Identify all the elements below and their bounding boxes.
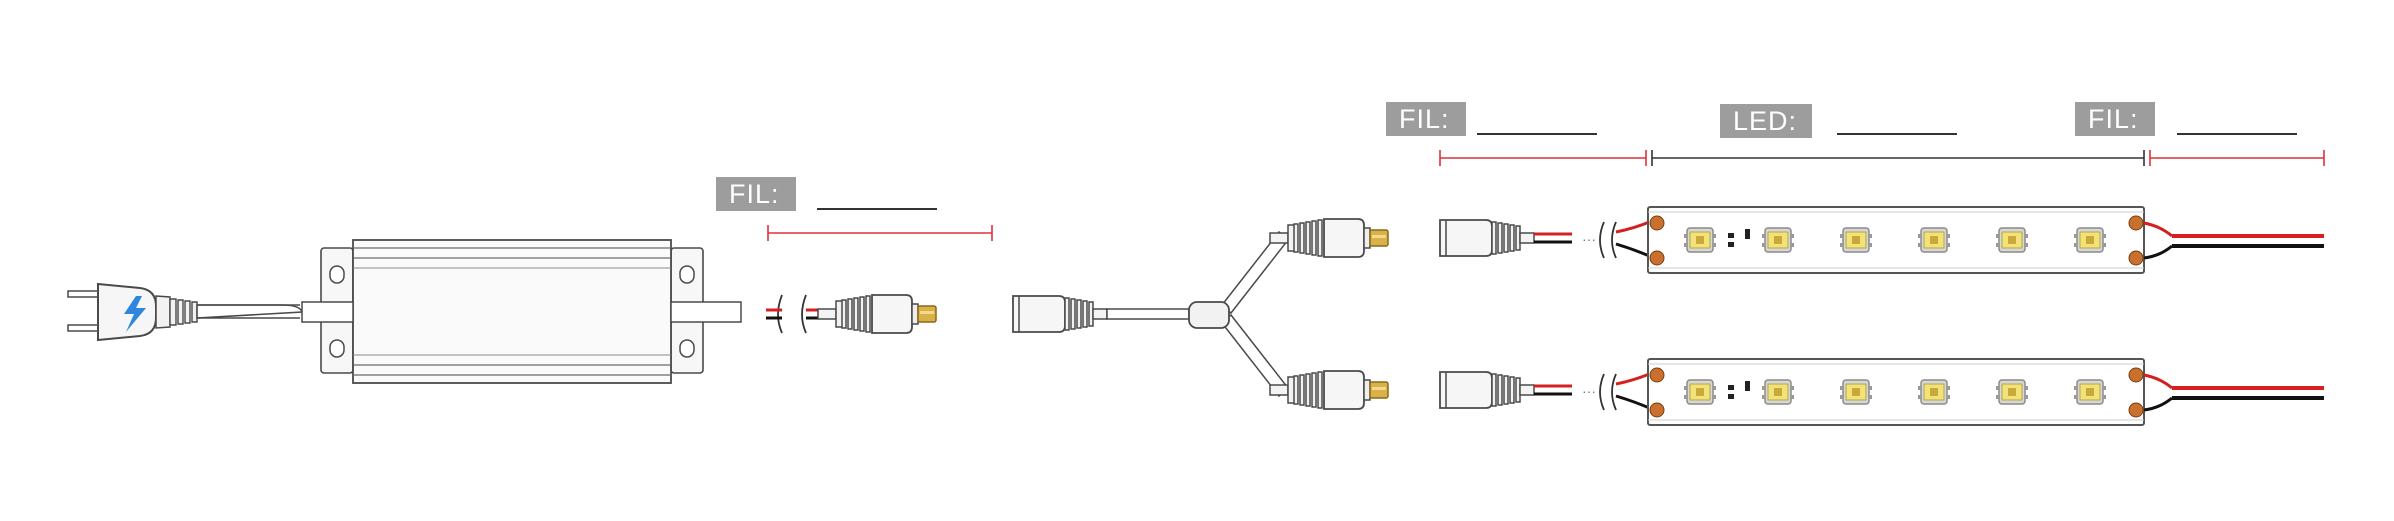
- led-blank-field[interactable]: [1837, 133, 1957, 135]
- dc-female-connector-icon: [1439, 219, 1535, 257]
- dimension-line-fil-2: [1439, 150, 1647, 166]
- fil-blank-field-1[interactable]: [817, 208, 937, 210]
- dimension-line-fil-3: [2149, 150, 2325, 166]
- dimension-line-fil-1: [767, 225, 993, 241]
- dc-female-connector-icon: [1439, 371, 1535, 409]
- fil-blank-field-2[interactable]: [1477, 133, 1597, 135]
- svg-text:···: ···: [1582, 231, 1596, 247]
- dc-male-connector-icon: [1269, 218, 1389, 258]
- svg-text:···: ···: [1582, 383, 1596, 399]
- led-chip-icon: [1683, 379, 1717, 405]
- dc-female-connector-icon: [1012, 295, 1108, 333]
- led-chip-icon: [1839, 227, 1873, 253]
- led-chip-icon: [2073, 379, 2107, 405]
- fil-blank-field-3[interactable]: [2177, 133, 2297, 135]
- led-strip-top: ···: [1439, 206, 2324, 274]
- led-chip-icon: [1917, 379, 1951, 405]
- y-splitter-cable-icon: [1012, 218, 1389, 410]
- led-chip-icon: [1995, 227, 2029, 253]
- dc-male-connector-icon: [817, 294, 937, 334]
- led-chip-icon: [1683, 227, 1717, 253]
- led-chip-icon: [1839, 379, 1873, 405]
- led-tag: LED:: [1720, 104, 1812, 138]
- psu-output-cable: [766, 294, 937, 334]
- led-chip-icon: [1761, 379, 1795, 405]
- led-chip-icon: [1917, 227, 1951, 253]
- led-chip-icon: [1761, 227, 1795, 253]
- dimension-line-led: [1651, 150, 2145, 166]
- fil-tag-1: FIL:: [716, 177, 796, 211]
- fil-tag-3: FIL:: [2075, 102, 2155, 136]
- led-chip-icon: [1995, 379, 2029, 405]
- ac-plug-icon: [67, 282, 304, 342]
- power-supply-icon: [301, 239, 742, 384]
- fil-tag-2: FIL:: [1386, 102, 1466, 136]
- led-strip-bottom: ···: [1439, 358, 2324, 426]
- dc-male-connector-icon: [1269, 370, 1389, 410]
- led-chip-icon: [2073, 227, 2107, 253]
